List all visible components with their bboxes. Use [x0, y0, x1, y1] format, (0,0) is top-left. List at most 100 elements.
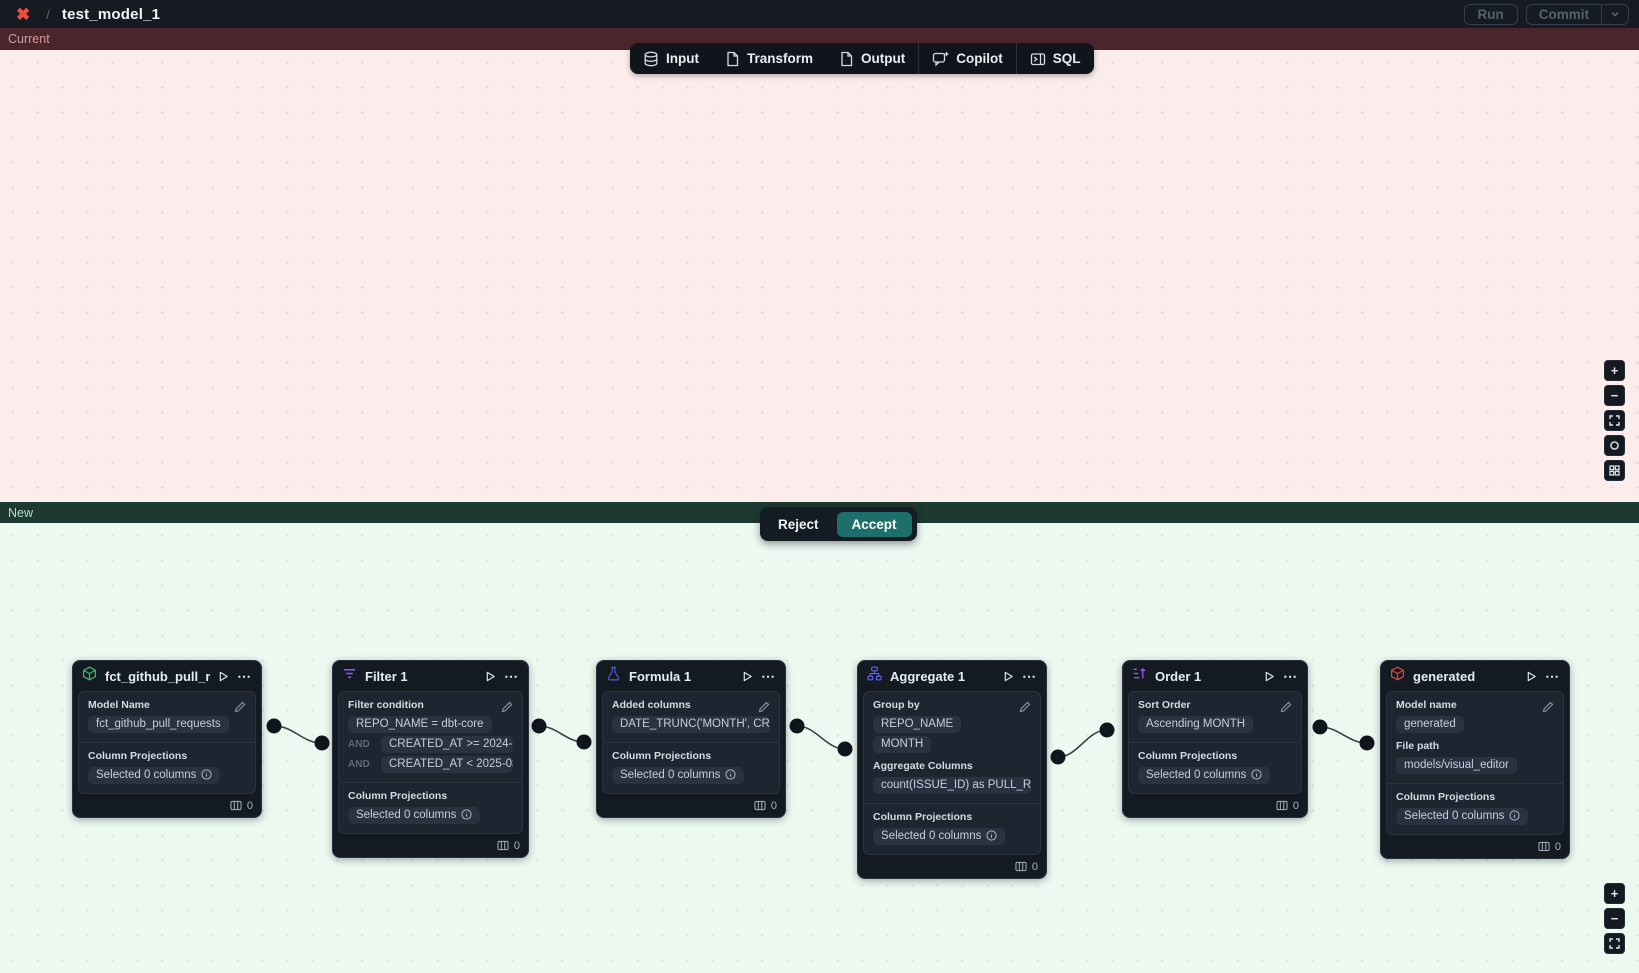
commit-button[interactable]: Commit — [1538, 6, 1589, 22]
zoom-in-button[interactable]: + — [1604, 360, 1625, 381]
node-fct-github-pull-requests[interactable]: fct_github_pull_requests ⋯ Model Name fc… — [72, 660, 262, 818]
filter-condition-pill[interactable]: CREATED_AT < 2025-03-01 — [381, 756, 513, 773]
new-canvas[interactable]: fct_github_pull_requests ⋯ Model Name fc… — [0, 523, 1639, 973]
node-generated[interactable]: generated ⋯ Model name generated File pa… — [1380, 660, 1570, 859]
edge-handle[interactable] — [314, 735, 330, 751]
run-node-button[interactable] — [1526, 671, 1537, 682]
edge-path[interactable] — [1057, 729, 1108, 758]
edge-handle[interactable] — [837, 741, 853, 757]
added-columns-pill[interactable]: DATE_TRUNC('MONTH', CREATED_AT… — [612, 716, 770, 733]
zoom-out-button[interactable]: − — [1604, 385, 1625, 406]
file-path-pill[interactable]: models/visual_editor — [1396, 757, 1517, 774]
node-header[interactable]: Filter 1 ⋯ — [333, 661, 528, 691]
fit-view-button[interactable] — [1604, 933, 1625, 954]
node-header[interactable]: generated ⋯ — [1381, 661, 1569, 691]
column-projections-pill[interactable]: Selected 0 columns — [1138, 767, 1271, 784]
node-menu-button[interactable]: ⋯ — [237, 668, 252, 684]
filter-condition-pill[interactable]: CREATED_AT >= 2024-12-01 — [381, 736, 513, 753]
run-button[interactable]: Run — [1463, 3, 1518, 25]
toolbar-item-label: Transform — [747, 51, 814, 66]
play-icon — [486, 671, 495, 681]
run-node-button[interactable] — [485, 671, 496, 682]
column-projections-pill[interactable]: Selected 0 columns — [88, 767, 221, 784]
toolbar-item-copilot[interactable]: Copilot — [919, 43, 1016, 74]
edge-handle[interactable] — [1359, 735, 1375, 751]
run-node-button[interactable] — [742, 671, 753, 682]
diff-actions: Reject Accept — [760, 507, 917, 541]
fit-view-button[interactable] — [1604, 410, 1625, 431]
edit-pencil-icon[interactable] — [501, 700, 513, 718]
locate-button[interactable] — [1604, 435, 1625, 456]
columns-table-icon — [1538, 841, 1550, 852]
edge-handle[interactable] — [531, 718, 547, 734]
node-order-1[interactable]: Order 1 ⋯ Sort Order Ascending MONTH Col… — [1122, 660, 1308, 818]
minimap-button[interactable] — [1604, 460, 1625, 481]
current-canvas[interactable]: + − — [0, 50, 1639, 502]
group-by-pill[interactable]: REPO_NAME — [873, 716, 962, 733]
node-header[interactable]: Order 1 ⋯ — [1123, 661, 1307, 691]
filter-condition-pill[interactable]: REPO_NAME = dbt-core — [348, 716, 492, 733]
column-projections-pill[interactable]: Selected 0 columns — [348, 807, 481, 824]
sort-order-pill[interactable]: Ascending MONTH — [1138, 716, 1254, 733]
node-footer: 0 — [333, 834, 528, 857]
run-node-button[interactable] — [1003, 671, 1014, 682]
edge-path[interactable] — [1319, 726, 1368, 744]
column-count: 0 — [1031, 860, 1038, 873]
node-menu-button[interactable]: ⋯ — [504, 668, 519, 684]
zoom-in-button[interactable]: + — [1604, 883, 1625, 904]
edge-handle[interactable] — [576, 734, 592, 750]
node-menu-button[interactable]: ⋯ — [1283, 668, 1298, 684]
edge-path[interactable] — [796, 725, 846, 750]
toolbar-item-transform[interactable]: Transform — [712, 43, 826, 74]
column-projections-pill[interactable]: Selected 0 columns — [873, 828, 1006, 845]
node-header[interactable]: Aggregate 1 ⋯ — [858, 661, 1046, 691]
commit-split-button: Commit — [1525, 3, 1629, 25]
commit-dropdown-button[interactable] — [1601, 4, 1628, 24]
model-name-pill[interactable]: generated — [1396, 716, 1464, 733]
node-header[interactable]: fct_github_pull_requests ⋯ — [73, 661, 261, 691]
edge-handle[interactable] — [1099, 722, 1115, 738]
toolbar-item-input[interactable]: Input — [630, 43, 712, 74]
edge-handle[interactable] — [1050, 749, 1066, 765]
and-label: AND — [348, 739, 370, 750]
field-label: Column Projections — [612, 750, 712, 762]
edit-pencil-icon[interactable] — [1019, 700, 1031, 718]
edit-pencil-icon[interactable] — [1542, 700, 1554, 718]
play-icon — [1004, 671, 1013, 681]
node-formula-1[interactable]: Formula 1 ⋯ Added columns DATE_TRUNC('MO… — [596, 660, 786, 818]
edge-path[interactable] — [273, 725, 323, 744]
edge-handle[interactable] — [266, 718, 282, 734]
file-icon — [841, 51, 853, 66]
node-menu-button[interactable]: ⋯ — [1545, 668, 1560, 684]
edit-pencil-icon[interactable] — [234, 700, 246, 718]
edge-path[interactable] — [538, 725, 585, 743]
column-projections-pill[interactable]: Selected 0 columns — [1396, 808, 1529, 825]
field-label: Column Projections — [1396, 791, 1496, 803]
sitemap-icon — [867, 666, 882, 686]
run-node-button[interactable] — [1264, 671, 1275, 682]
edit-pencil-icon[interactable] — [758, 700, 770, 718]
column-projections-section: Column Projections Selected 0 columns — [339, 782, 522, 824]
aggregate-columns-pill[interactable]: count(ISSUE_ID) as PULL_REQUEST_… — [873, 777, 1031, 794]
toolbar-item-sql[interactable]: SQL — [1017, 43, 1094, 74]
columns-table-icon — [497, 840, 509, 851]
run-node-button[interactable] — [218, 671, 229, 682]
node-menu-button[interactable]: ⋯ — [761, 668, 776, 684]
reject-button[interactable]: Reject — [768, 513, 829, 536]
group-by-pill[interactable]: MONTH — [873, 736, 932, 753]
accept-button[interactable]: Accept — [836, 511, 912, 537]
node-filter-1[interactable]: Filter 1 ⋯ Filter condition REPO_NAME = … — [332, 660, 529, 858]
node-header[interactable]: Formula 1 ⋯ — [597, 661, 785, 691]
edit-pencil-icon[interactable] — [1280, 700, 1292, 718]
model-name-pill[interactable]: fct_github_pull_requests — [88, 716, 229, 733]
edge-handle[interactable] — [789, 718, 805, 734]
zoom-out-button[interactable]: − — [1604, 908, 1625, 929]
edge-handle[interactable] — [1312, 719, 1328, 735]
toolbar-separator — [1015, 43, 1017, 74]
column-projections-pill[interactable]: Selected 0 columns — [612, 767, 745, 784]
node-aggregate-1[interactable]: Aggregate 1 ⋯ Group by REPO_NAME MONTH A… — [857, 660, 1047, 879]
app-logo-icon[interactable]: ✖ — [16, 4, 31, 24]
node-menu-button[interactable]: ⋯ — [1022, 668, 1037, 684]
filter-icon — [342, 666, 357, 686]
toolbar-item-output[interactable]: Output — [826, 43, 918, 74]
